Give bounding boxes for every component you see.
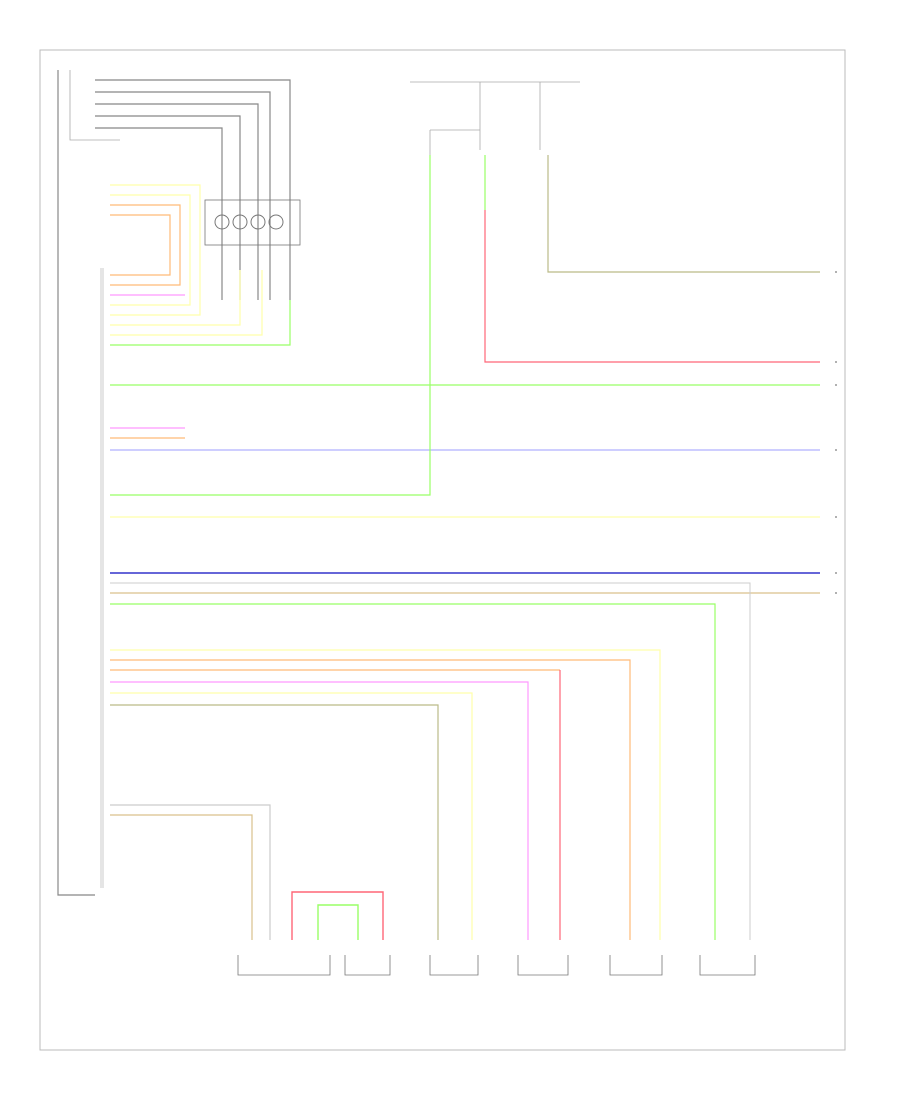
drop-wires (110, 649, 661, 940)
inline-connector (204, 199, 301, 246)
bus-wires (110, 155, 820, 940)
control-module-bracket (57, 70, 95, 896)
steering-wires (95, 79, 291, 300)
right-terminators (835, 271, 837, 594)
pin-column (100, 268, 104, 888)
steering-switch-bracket (69, 70, 120, 141)
fuse-supply (410, 81, 580, 155)
connector-signal-wires (110, 184, 291, 346)
bottom-components (237, 955, 756, 976)
diagram-frame (39, 49, 846, 1051)
